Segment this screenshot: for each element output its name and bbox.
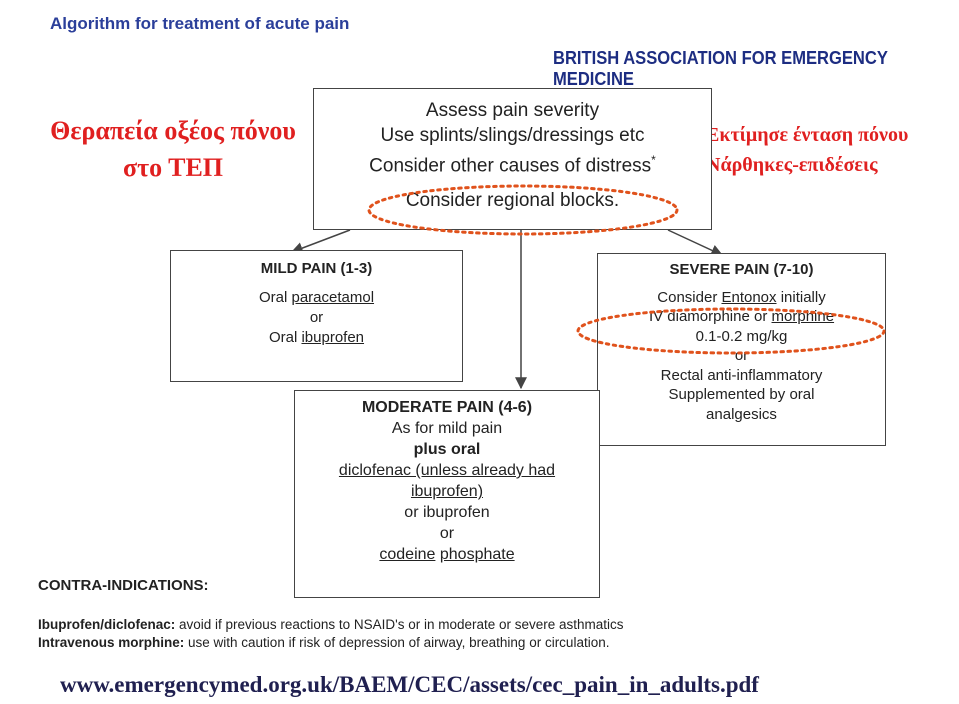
severe-line-6: Supplemented by oral — [668, 386, 815, 403]
mild-pain-box: MILD PAIN (1-3) Oral paracetamol or Oral… — [170, 250, 463, 382]
assess-line-1: Assess pain severity — [425, 100, 600, 121]
regional-blocks-highlight — [367, 184, 679, 236]
mild-line-1-prefix: Oral — [258, 289, 292, 306]
mild-line-2: or — [309, 309, 324, 326]
greek-note-left-line-2: στο ΤΕΠ — [122, 153, 224, 182]
severe-line-2-prefix: IV diamorphine or — [648, 308, 772, 325]
contra-indications-title: CONTRA-INDICATIONS: — [38, 577, 209, 594]
contra-item-2-label: Intravenous morphine: — [38, 635, 185, 650]
severe-line-1-drug: Entonox — [721, 288, 777, 306]
moderate-line-2: plus oral — [413, 441, 481, 458]
severe-line-3: 0.1-0.2 mg/kg — [695, 327, 788, 345]
severe-line-5: Rectal anti-inflammatory — [660, 366, 823, 384]
source-url[interactable]: www.emergencymed.org.uk/BAEM/CEC/assets/… — [60, 672, 759, 697]
contra-item-2-text: use with caution if risk of depression o… — [184, 635, 610, 650]
greek-note-right-line-1: Εκτίμησε ένταση πόνου — [706, 124, 909, 146]
contra-item-1-text: avoid if previous reactions to NSAID's o… — [175, 617, 624, 632]
assess-line-2: Use splints/slings/dressings etc — [380, 125, 645, 146]
severe-line-1-suffix: initially — [776, 288, 826, 306]
greek-note-right-line-2: Νάρθηκες-επιδέσεις — [706, 154, 878, 176]
mild-line-1: Oral paracetamol — [171, 288, 462, 308]
greek-note-left-line-1: Θεραπεία οξέος πόνου — [50, 116, 296, 145]
page-title: Algorithm for treatment of acute pain — [50, 14, 350, 33]
moderate-line-7: codeine phosphate — [295, 544, 599, 565]
moderate-pain-box: MODERATE PAIN (4-6) As for mild pain plu… — [294, 390, 600, 598]
contra-item-1: Ibuprofen/diclofenac: avoid if previous … — [38, 617, 624, 632]
organization-header: BRITISH ASSOCIATION FOR EMERGENCY MEDICI… — [553, 48, 888, 89]
morphine-dose-highlight — [576, 307, 886, 355]
moderate-line-6: or — [439, 525, 455, 542]
moderate-heading: MODERATE PAIN (4-6) — [361, 399, 533, 416]
contra-item-1-label: Ibuprofen/diclofenac: — [38, 617, 176, 632]
mild-heading: MILD PAIN (1-3) — [260, 260, 373, 277]
greek-note-left: Θεραπεία οξέος πόνου στο ΤΕΠ — [14, 112, 332, 186]
assess-regional-blocks: Consider regional blocks. — [405, 190, 620, 212]
arrow-to-mild — [290, 229, 351, 254]
severe-line-4: or — [734, 347, 749, 364]
severe-line-1-prefix: Consider — [657, 288, 722, 306]
assess-box: Assess pain severity Use splints/slings/… — [313, 88, 712, 230]
moderate-line-3: diclofenac (unless already had — [338, 462, 556, 479]
mild-line-3: Oral ibuprofen — [171, 328, 462, 348]
mild-line-3-drug: ibuprofen — [301, 329, 365, 346]
moderate-line-5: or ibuprofen — [404, 504, 490, 521]
moderate-line-4: ibuprofen) — [410, 483, 484, 500]
greek-note-right: Εκτίμησε ένταση πόνου Νάρθηκες-επιδέσεις — [706, 120, 908, 180]
mild-line-1-drug: paracetamol — [291, 289, 375, 306]
moderate-line-7b: phosphate — [439, 546, 515, 563]
assess-line-3: Consider other causes of distress* — [314, 148, 711, 178]
moderate-line-1: As for mild pain — [391, 420, 503, 437]
severe-line-7: analgesics — [706, 405, 777, 423]
mild-line-3-prefix: Oral — [268, 329, 302, 346]
severe-pain-box: SEVERE PAIN (7-10) Consider Entonox init… — [597, 253, 886, 446]
moderate-line-7a: codeine — [379, 546, 436, 563]
contra-item-2: Intravenous morphine: use with caution i… — [38, 635, 609, 650]
severe-line-1: Consider Entonox initially — [598, 288, 885, 308]
arrow-to-severe — [667, 229, 724, 256]
severe-heading: SEVERE PAIN (7-10) — [669, 261, 814, 278]
assess-line-3-text: Consider other causes of distress — [369, 155, 652, 177]
assess-asterisk: * — [651, 153, 656, 167]
